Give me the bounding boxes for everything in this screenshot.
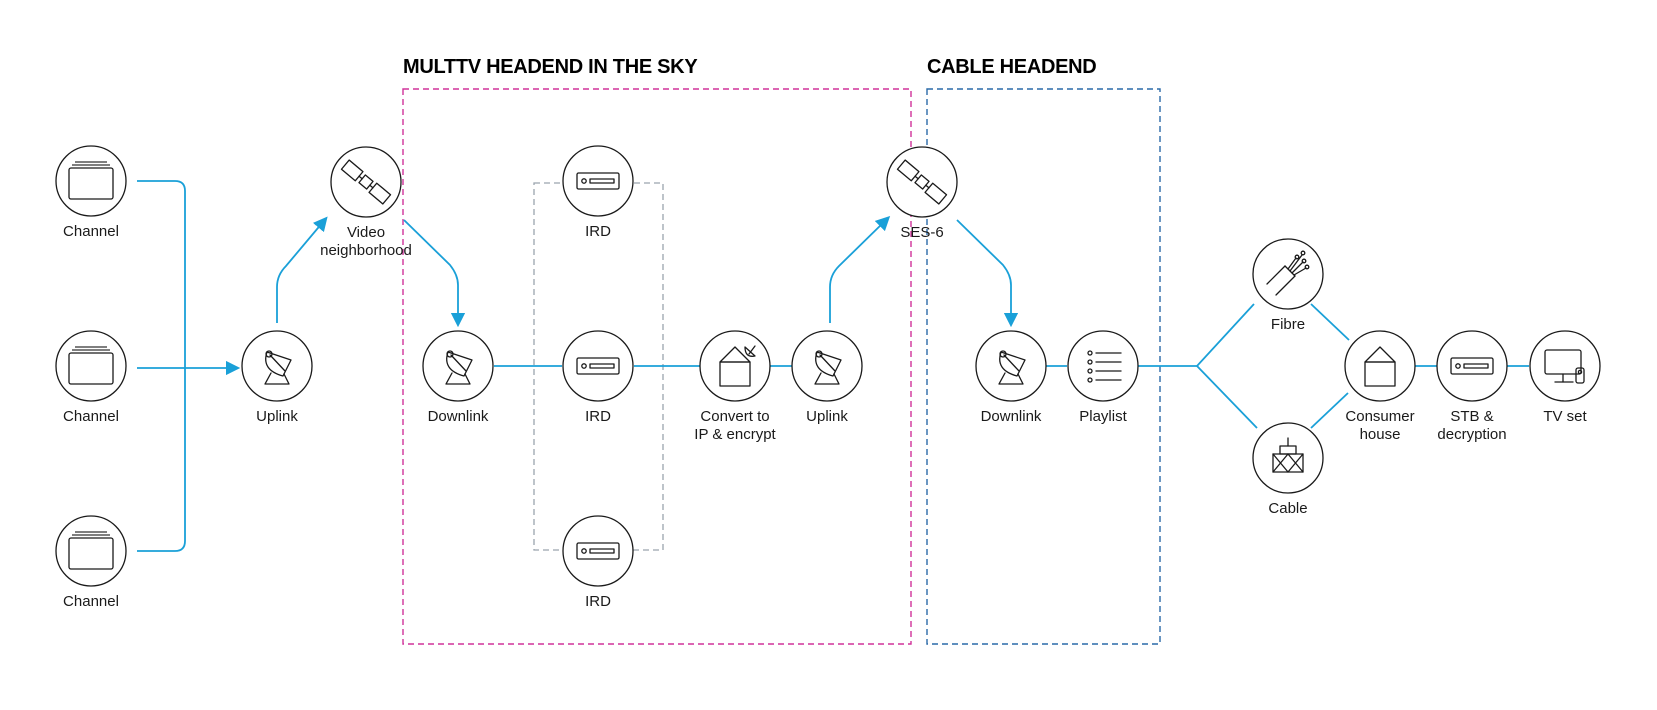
- node-label: Downlink: [428, 408, 489, 425]
- node-circle: [1344, 330, 1416, 402]
- node-label: TV set: [1543, 408, 1587, 425]
- node-cable: Cable: [1252, 422, 1324, 517]
- node-label: Channel: [63, 223, 119, 240]
- node-circle: [1252, 422, 1324, 494]
- uplink-to-ses6-arrow: [829, 215, 891, 323]
- node-circle: [886, 146, 958, 218]
- node-label: SES-6: [900, 224, 943, 241]
- cable-to-house-line: [1310, 392, 1349, 429]
- node-label: Fibre: [1271, 316, 1305, 333]
- node-circle: [1067, 330, 1139, 402]
- node-label: Playlist: [1079, 408, 1127, 425]
- node-circle: [562, 515, 634, 587]
- uplink-to-video-neighborhood-arrow: [276, 216, 328, 323]
- playlist-to-fibre-line: [1138, 303, 1255, 367]
- node-label: Channel: [63, 593, 119, 610]
- node-circle: [1529, 330, 1601, 402]
- node-label: STB &: [1450, 408, 1493, 425]
- flow-lines: [137, 180, 1529, 552]
- section-title-cable: CABLE HEADEND: [927, 56, 1096, 78]
- node-circle: [1252, 238, 1324, 310]
- node-circle: [55, 515, 127, 587]
- section-title-multtv: MULTTV HEADEND IN THE SKY: [403, 56, 698, 78]
- node-fibre: Fibre: [1252, 238, 1324, 333]
- node-circle: [1436, 330, 1508, 402]
- node-channel-2: Channel: [55, 330, 127, 425]
- node-label: Video: [347, 224, 385, 241]
- node-ses6: SES-6: [886, 146, 958, 241]
- node-circle: [562, 330, 634, 402]
- ses6-to-downlink-arrow: [956, 219, 1019, 328]
- node-circle: [422, 330, 494, 402]
- node-stb: STB &decryption: [1436, 330, 1508, 443]
- node-tv: TV set: [1529, 330, 1601, 425]
- fibre-to-house-line: [1310, 303, 1350, 341]
- node-circle: [699, 330, 771, 402]
- node-ird-bot: IRD: [562, 515, 634, 610]
- playlist-to-cable-line: [1196, 365, 1258, 429]
- node-label: Channel: [63, 408, 119, 425]
- node-downlink-2: Downlink: [975, 330, 1047, 425]
- node-label: IP & encrypt: [694, 426, 776, 443]
- multtv-headend-box: [402, 88, 912, 645]
- node-channel-3: Channel: [55, 515, 127, 610]
- node-ird-top: IRD: [562, 145, 634, 240]
- node-label: decryption: [1437, 426, 1506, 443]
- node-circle: [55, 330, 127, 402]
- node-circle: [975, 330, 1047, 402]
- node-channel-1: Channel: [55, 145, 127, 240]
- node-label: neighborhood: [320, 242, 412, 259]
- node-label: house: [1360, 426, 1401, 443]
- node-circle: [241, 330, 313, 402]
- node-label: IRD: [585, 593, 611, 610]
- video-neighborhood-to-downlink-arrow: [403, 219, 466, 328]
- node-circle: [55, 145, 127, 217]
- node-circle: [791, 330, 863, 402]
- node-uplink-1: Uplink: [241, 330, 313, 425]
- node-circle: [330, 146, 402, 218]
- node-downlink-1: Downlink: [422, 330, 494, 425]
- node-label: Convert to: [700, 408, 769, 425]
- node-label: Consumer: [1345, 408, 1414, 425]
- node-circle: [562, 145, 634, 217]
- node-label: Uplink: [256, 408, 298, 425]
- channel-bus-line: [137, 180, 186, 552]
- node-label: Cable: [1268, 500, 1307, 517]
- node-label: Uplink: [806, 408, 848, 425]
- node-ird-mid: IRD: [562, 330, 634, 425]
- node-label: IRD: [585, 223, 611, 240]
- node-label: IRD: [585, 408, 611, 425]
- node-playlist: Playlist: [1067, 330, 1139, 425]
- node-uplink-2: Uplink: [791, 330, 863, 425]
- node-label: Downlink: [981, 408, 1042, 425]
